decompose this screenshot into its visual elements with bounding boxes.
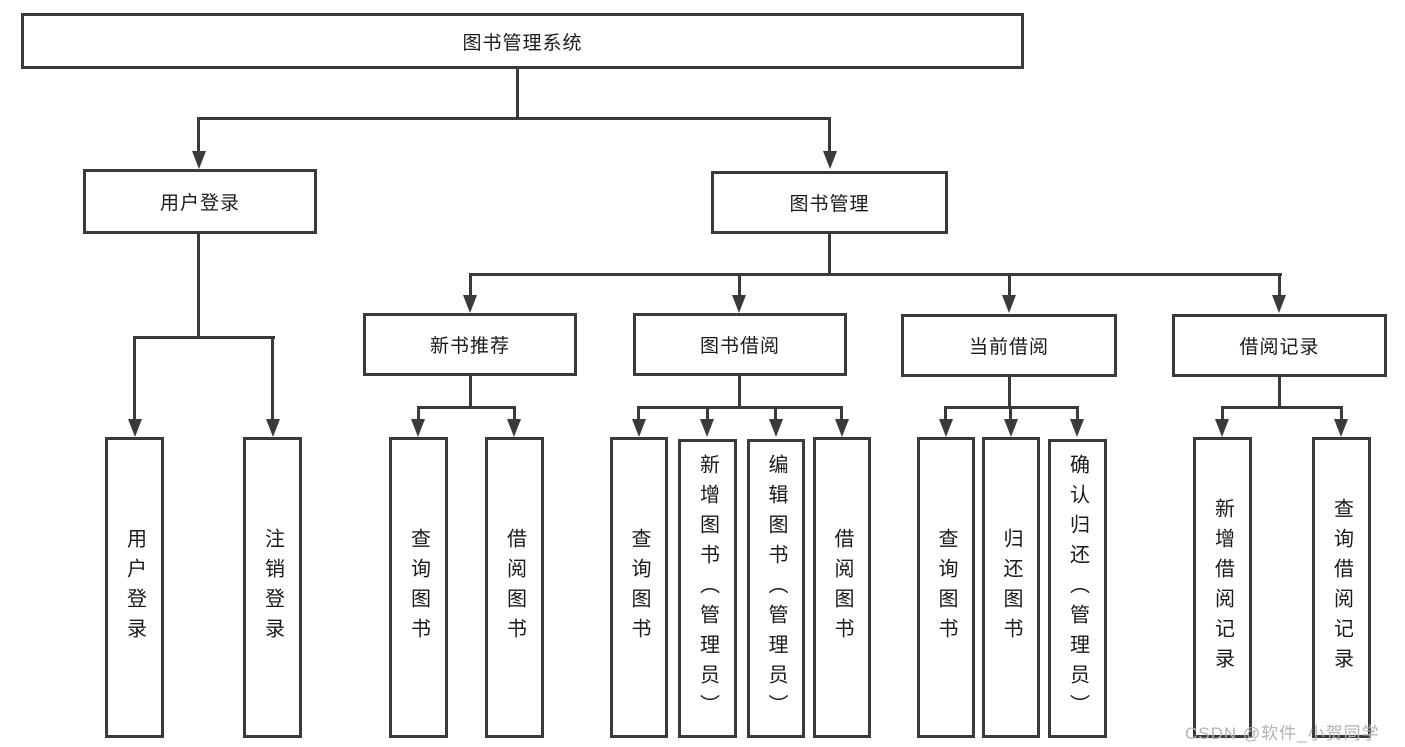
connector-line [706, 409, 709, 420]
node-label: 新书推荐 [429, 336, 510, 357]
node-label: 编辑图书（管理员） [765, 453, 787, 724]
leaf-logout: 注销登录 [243, 437, 302, 738]
node-label: 借阅图书 [503, 527, 526, 648]
node-label: 用户登录 [123, 527, 146, 648]
leaf-add-borrow-record: 新增借阅记录 [1193, 437, 1252, 738]
connector-line [197, 234, 200, 338]
connector-line [513, 409, 516, 420]
arrowhead-down-icon [1002, 295, 1016, 313]
leaf-query-books-recommend: 查询图书 [389, 437, 448, 738]
connector-line [469, 276, 472, 297]
leaf-borrow-books: 借阅图书 [813, 437, 871, 738]
arrowhead-down-icon [266, 419, 280, 437]
node-borrow-records: 借阅记录 [1172, 314, 1387, 377]
leaf-edit-book-admin: 编辑图书（管理员） [747, 439, 805, 738]
arrowhead-down-icon [192, 151, 206, 169]
node-label: 归还图书 [1000, 527, 1022, 648]
leaf-user-login: 用户登录 [105, 437, 164, 738]
connector-line [469, 273, 1282, 276]
connector-line [469, 376, 472, 407]
connector-line [133, 336, 275, 339]
node-label: 注销登录 [261, 527, 284, 648]
node-label: 新增图书（管理员） [696, 453, 719, 724]
leaf-borrow-books-recommend: 借阅图书 [485, 437, 544, 738]
connector-line [738, 376, 741, 407]
connector-line [738, 276, 741, 297]
node-current-borrow: 当前借阅 [901, 314, 1117, 377]
arrowhead-down-icon [1070, 419, 1084, 437]
connector-line [1221, 406, 1343, 409]
connector-line [1221, 409, 1224, 420]
node-book-management: 图书管理 [711, 171, 948, 234]
node-book-borrow: 图书借阅 [633, 313, 847, 376]
node-label: 当前借阅 [968, 337, 1049, 358]
connector-line [1278, 276, 1281, 297]
connector-line [197, 120, 200, 152]
arrowhead-down-icon [632, 419, 646, 437]
arrowhead-down-icon [1004, 419, 1018, 437]
connector-line [1278, 377, 1281, 407]
leaf-add-book-admin: 新增图书（管理员） [678, 439, 737, 738]
connector-line [516, 69, 519, 118]
arrowhead-down-icon [769, 419, 783, 437]
node-label: 确认归还（管理员） [1066, 453, 1089, 724]
arrowhead-down-icon [1334, 419, 1348, 437]
leaf-return-book: 归还图书 [982, 437, 1040, 738]
node-label: 借阅记录 [1239, 337, 1320, 358]
connector-line [774, 409, 777, 420]
leaf-query-borrow-record: 查询借阅记录 [1312, 437, 1371, 738]
node-label: 借阅图书 [831, 527, 853, 648]
connector-line [1076, 409, 1079, 420]
node-label: 新增借阅记录 [1211, 497, 1234, 678]
connector-line [944, 406, 1079, 409]
connector-line [828, 120, 831, 152]
node-label: 查询图书 [935, 527, 957, 648]
arrowhead-down-icon [1215, 419, 1229, 437]
arrowhead-down-icon [128, 419, 142, 437]
connector-line [1008, 276, 1011, 297]
arrowhead-down-icon [507, 419, 521, 437]
connector-line [133, 339, 136, 420]
node-label: 查询借阅记录 [1330, 497, 1353, 678]
arrowhead-down-icon [700, 419, 714, 437]
connector-line [1340, 409, 1343, 420]
node-label: 图书管理系统 [462, 32, 583, 54]
connector-line [828, 234, 831, 276]
arrowhead-down-icon [823, 151, 837, 169]
arrowhead-down-icon [732, 295, 746, 313]
arrowhead-down-icon [411, 419, 425, 437]
leaf-confirm-return-admin: 确认归还（管理员） [1048, 439, 1107, 738]
connector-line [1008, 377, 1011, 407]
arrowhead-down-icon [835, 419, 849, 437]
connector-line [271, 339, 274, 420]
leaf-query-books-current: 查询图书 [917, 437, 975, 738]
connector-line [1009, 409, 1012, 420]
connector-line [417, 409, 420, 420]
node-library-management-system: 图书管理系统 [21, 13, 1024, 69]
node-label: 查询图书 [628, 527, 650, 648]
connector-line [637, 406, 843, 409]
connector-line [197, 117, 831, 120]
arrowhead-down-icon [939, 419, 953, 437]
connector-line [944, 409, 947, 420]
csdn-watermark: CSDN @软件_小贺同学 [1185, 724, 1380, 743]
leaf-query-books-borrow: 查询图书 [610, 437, 668, 738]
node-user-login: 用户登录 [83, 169, 317, 234]
node-label: 查询图书 [407, 527, 430, 648]
arrowhead-down-icon [463, 295, 477, 313]
connector-line [417, 406, 516, 409]
arrowhead-down-icon [1272, 295, 1286, 313]
node-new-book-recommend: 新书推荐 [363, 313, 577, 376]
node-label: 用户登录 [159, 193, 240, 214]
node-label: 图书借阅 [699, 336, 780, 357]
node-label: 图书管理 [789, 194, 870, 215]
connector-line [840, 409, 843, 420]
connector-line [637, 409, 640, 420]
